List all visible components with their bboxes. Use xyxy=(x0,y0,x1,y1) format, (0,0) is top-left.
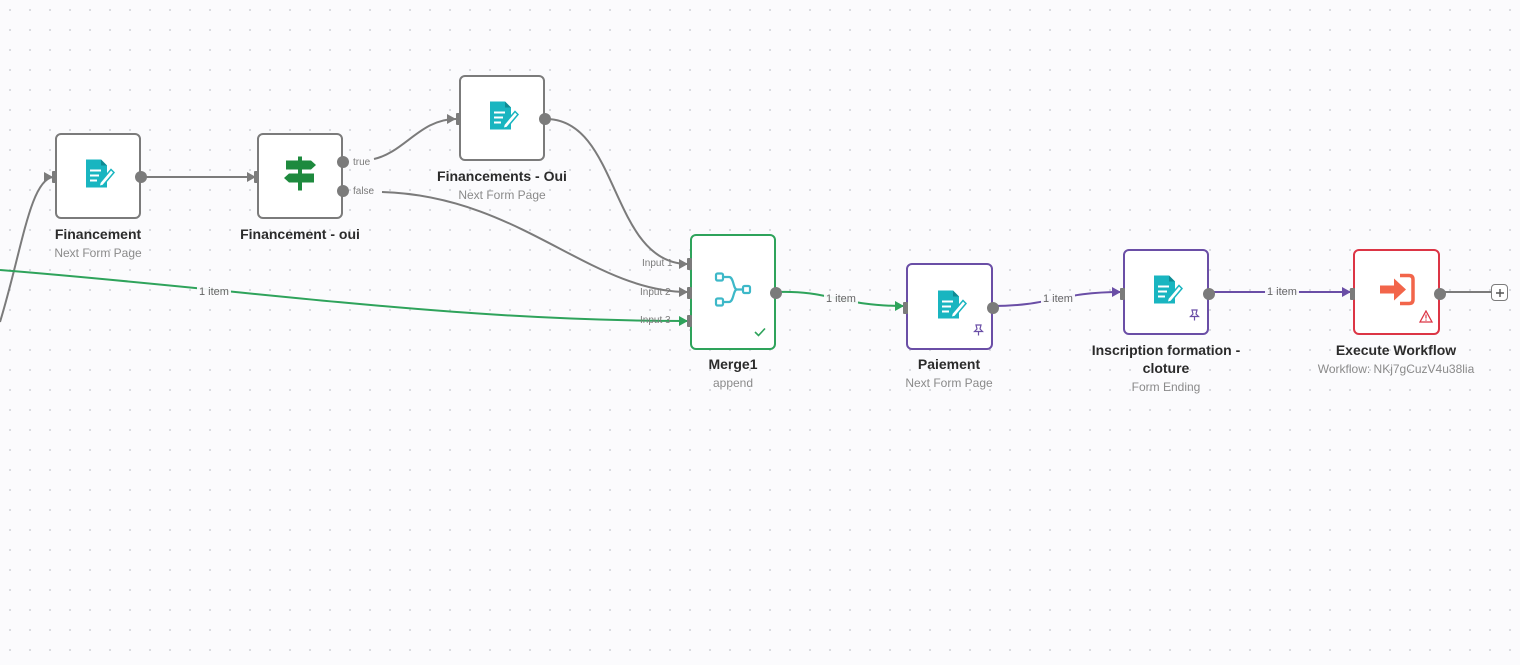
connection-true xyxy=(373,118,457,160)
pin-icon xyxy=(1189,308,1200,326)
input-port-1[interactable] xyxy=(687,258,692,270)
output-port[interactable] xyxy=(135,171,147,183)
node-financement-subtitle: Next Form Page xyxy=(54,246,142,260)
node-financement[interactable] xyxy=(52,133,147,219)
input-port-3[interactable] xyxy=(687,315,692,327)
connection-false xyxy=(381,191,689,293)
arrow-head xyxy=(447,114,456,124)
node-execute-workflow[interactable] xyxy=(1350,249,1446,335)
arrow-head xyxy=(1112,287,1121,297)
node-merge-subtitle: append xyxy=(712,376,754,390)
node-paiement[interactable] xyxy=(903,263,999,350)
arrow-head xyxy=(895,301,904,311)
node-if-title: Financement - oui xyxy=(240,226,360,242)
input-port[interactable] xyxy=(254,171,259,183)
arrow-head xyxy=(247,172,256,182)
node-merge-title: Merge1 xyxy=(708,356,758,372)
node-financement-title: Financement xyxy=(54,226,142,242)
node-paiement-title: Paiement xyxy=(917,356,981,372)
add-node-button[interactable] xyxy=(1491,284,1508,301)
output-port-true[interactable] xyxy=(337,156,349,168)
success-check-icon xyxy=(754,324,766,342)
enter-icon xyxy=(1378,273,1416,312)
arrow-head xyxy=(679,259,688,269)
input-port[interactable] xyxy=(1350,288,1355,300)
input-label-1: Input 1 xyxy=(642,258,673,269)
node-paiement-subtitle: Next Form Page xyxy=(905,376,993,390)
connection-oui-merge xyxy=(545,118,689,265)
output-label-false: false xyxy=(353,186,375,197)
plus-icon xyxy=(1495,288,1504,297)
node-execute-title: Execute Workflow xyxy=(1335,342,1457,358)
edge-label-paiement-inscription: 1 item xyxy=(1041,293,1075,306)
output-port[interactable] xyxy=(539,113,551,125)
form-icon xyxy=(81,157,116,196)
connection-left-merge xyxy=(0,269,689,322)
arrow-head xyxy=(1342,287,1351,297)
node-financements-oui-title: Financements - Oui xyxy=(437,168,567,184)
input-port[interactable] xyxy=(903,302,908,314)
input-port-2[interactable] xyxy=(687,287,692,299)
input-port[interactable] xyxy=(456,113,461,125)
output-port[interactable] xyxy=(987,302,999,314)
output-label-true: true xyxy=(353,157,371,168)
arrow-head xyxy=(44,172,53,182)
form-icon xyxy=(1149,273,1184,312)
warning-icon xyxy=(1418,309,1434,328)
node-inscription-title-line2: cloture xyxy=(1142,360,1190,376)
edge-label-left-merge: 1 item xyxy=(197,286,231,299)
node-if-financement-oui[interactable] xyxy=(254,133,349,219)
arrow-head xyxy=(679,316,688,326)
edge-label-inscription-execute: 1 item xyxy=(1265,286,1299,299)
node-inscription-subtitle: Form Ending xyxy=(1131,380,1201,394)
node-financements-oui-subtitle: Next Form Page xyxy=(458,188,546,202)
output-port[interactable] xyxy=(1203,288,1215,300)
output-port[interactable] xyxy=(770,287,782,299)
node-inscription-formation-cloture[interactable] xyxy=(1120,249,1215,335)
input-port[interactable] xyxy=(1120,288,1125,300)
input-label-3: Input 3 xyxy=(640,315,671,326)
edge-label-merge-paiement: 1 item xyxy=(824,293,858,306)
node-financements-oui[interactable] xyxy=(456,75,551,161)
input-port[interactable] xyxy=(52,171,57,183)
arrow-head xyxy=(679,287,688,297)
merge-icon xyxy=(713,270,753,315)
input-label-2: Input 2 xyxy=(640,287,671,298)
output-port[interactable] xyxy=(1434,288,1446,300)
node-merge1[interactable] xyxy=(687,234,782,350)
pin-icon xyxy=(973,323,984,341)
node-inscription-title-line1: Inscription formation - xyxy=(1091,342,1241,358)
signpost-icon xyxy=(281,155,319,198)
output-port-false[interactable] xyxy=(337,185,349,197)
form-icon xyxy=(485,99,520,138)
form-icon xyxy=(933,287,967,326)
node-execute-subtitle: Workflow: NKj7gCuzV4u38lia xyxy=(1317,362,1475,376)
